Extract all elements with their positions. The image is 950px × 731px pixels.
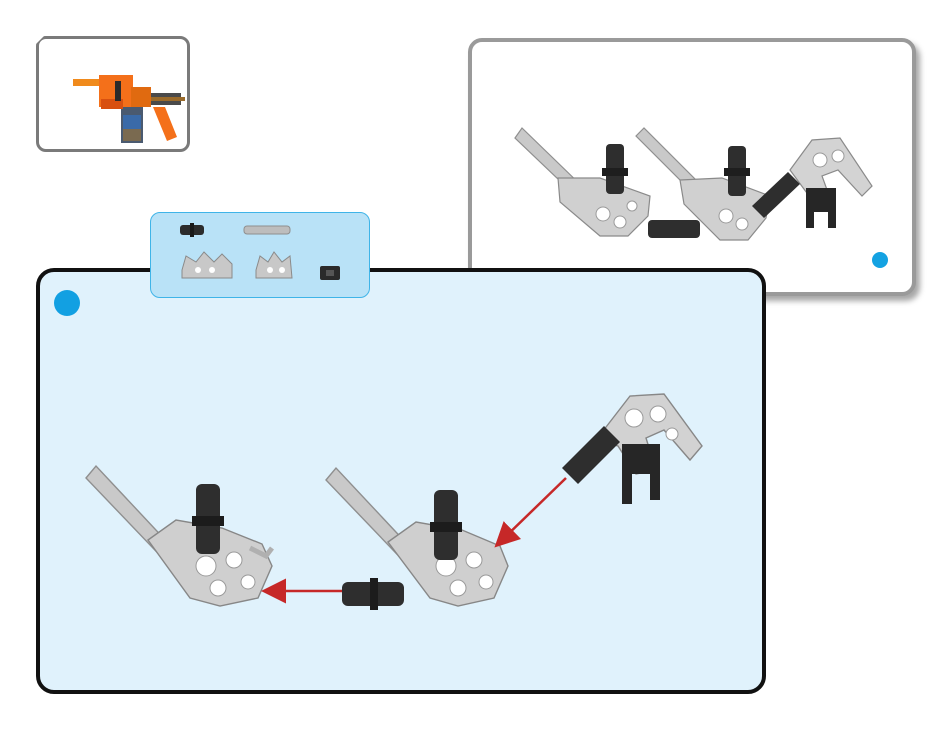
step-dot: [54, 290, 80, 316]
parts-list-box: [150, 212, 370, 298]
model-thumbnail: [36, 36, 190, 152]
result-panel: [468, 38, 916, 296]
result-step-dot: [872, 252, 888, 268]
finished-blaster-thumbnail-icon: [39, 39, 193, 155]
main-instruction-panel: [36, 268, 766, 694]
